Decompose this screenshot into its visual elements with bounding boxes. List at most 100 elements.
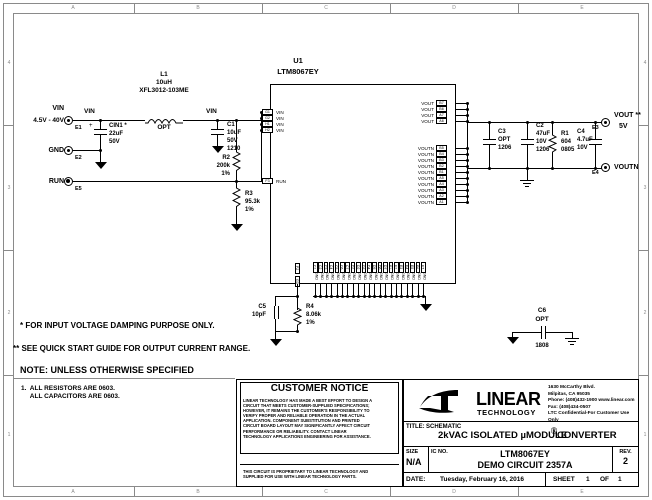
c2-ref-label: C2 xyxy=(536,123,544,129)
inductor-l1 xyxy=(145,114,183,125)
ground-symbol xyxy=(230,224,243,231)
size-value: N/A xyxy=(406,457,422,467)
r2-ref-label: R2 xyxy=(222,155,230,161)
pin-number-e6: E6 xyxy=(415,262,421,273)
zone-tick xyxy=(262,487,263,497)
pin-label-voutn-10: VOUTN xyxy=(417,199,434,205)
pin-label-gnd-11: GND xyxy=(368,272,373,280)
customer-notice-inner xyxy=(240,382,399,454)
junction-dot xyxy=(260,111,263,114)
pin-number-a5: A5 xyxy=(436,174,447,181)
wire-r4-top xyxy=(297,296,298,306)
c1-rating-label: 50V xyxy=(227,138,238,144)
wire-c2-gnd-stub xyxy=(527,168,528,180)
pin-number-b4: B4 xyxy=(436,150,447,157)
c4-ref-label: C4 xyxy=(577,129,585,135)
pin-number-c3: C3 xyxy=(323,262,329,273)
terminal-e3-id: E3 xyxy=(592,125,599,131)
pin-label-vout-3: VOUT xyxy=(421,112,434,118)
vin-net-label: VIN xyxy=(52,105,64,112)
wire-gnd-stub-20 xyxy=(417,284,419,296)
c2-pkg-label: 1206 xyxy=(536,147,550,153)
zone-tick xyxy=(3,375,13,376)
earth-ground-bar xyxy=(565,338,579,339)
ic-ref-label: U1 xyxy=(293,56,303,65)
terminal-e4-voutn[interactable] xyxy=(601,163,610,172)
wire-gnd-bus-bottom xyxy=(313,296,426,297)
customer-notice-divider xyxy=(240,464,399,465)
title-block-div-3 xyxy=(403,472,639,473)
terminal-e3-vout[interactable] xyxy=(601,118,610,127)
pin-label-voutn-6: VOUTN xyxy=(417,175,434,181)
wire-vout-bus xyxy=(467,103,468,122)
pin-label-voutn-4: VOUTN xyxy=(417,163,434,169)
wire-pin-a3 xyxy=(456,190,468,191)
pin-label-vout-2: VOUT xyxy=(421,106,434,112)
terminal-e1-vin[interactable] xyxy=(64,116,73,125)
zone-tick xyxy=(518,3,519,13)
wire-c3-top xyxy=(489,122,490,139)
title-block-div-2 xyxy=(403,446,639,447)
pin-number-d3: D3 xyxy=(361,262,367,273)
junction-dot xyxy=(466,114,469,117)
wire-pin-b3 xyxy=(456,160,468,161)
zone-label-left-4: 4 xyxy=(7,60,11,66)
terminal-e2-gnd[interactable] xyxy=(64,146,73,155)
wire-pin-a5 xyxy=(456,178,468,179)
c2-rating-label: 10V xyxy=(536,139,547,145)
r1-ref-label: R1 xyxy=(561,131,569,137)
cin1-value-label: 22uF xyxy=(109,131,124,137)
pin-label-vin-3: VIN xyxy=(276,121,284,127)
title-value: SCHEMATIC xyxy=(426,424,462,430)
wire-pin-b1 xyxy=(456,172,468,173)
pin-label-gnd-7: GND xyxy=(346,272,351,280)
wire-c3-bottom xyxy=(489,144,490,168)
pin-number-b3: B3 xyxy=(436,156,447,163)
wire-gnd-stub-10 xyxy=(363,284,365,296)
earth-ground-bar xyxy=(523,183,531,184)
icno-label: IC NO. xyxy=(431,449,448,455)
wire-c1-top xyxy=(217,120,218,129)
wire-gnd-stub-12 xyxy=(374,284,376,296)
customer-notice-body: LINEAR TECHNOLOGY HAS MADE A BEST EFFORT… xyxy=(243,398,373,439)
terminal-e5-run[interactable] xyxy=(64,177,73,186)
r1-pkg-label: 0805 xyxy=(561,147,575,153)
junction-dot xyxy=(488,167,491,170)
zone-label-right-1: 1 xyxy=(643,432,647,438)
ground-symbol xyxy=(419,304,432,311)
l1-value-label: 10uH xyxy=(156,79,172,86)
pin-number-a4: A4 xyxy=(436,180,447,187)
wire-pin-a4 xyxy=(456,184,468,185)
pin-number-a7: A7 xyxy=(436,111,447,118)
zone-tick xyxy=(3,125,13,126)
date-label: DATE: xyxy=(406,476,426,483)
c6-ref-label: C6 xyxy=(537,307,547,314)
cin1-polarity-plus: + xyxy=(89,123,93,129)
r3-ref-label: R3 xyxy=(245,191,253,197)
c5-value-label: 10pF xyxy=(251,312,266,318)
notes-item-2: ALL CAPACITORS ARE 0603. xyxy=(21,393,120,400)
of-label: OF xyxy=(600,476,610,483)
pin-number-f2: F2 xyxy=(295,263,300,274)
resistor-r2 xyxy=(231,150,242,176)
pin-number-e2: E2 xyxy=(394,262,399,273)
l1-ref-label: L1 xyxy=(160,71,168,78)
c1-pkg-label: 1210 xyxy=(227,146,241,152)
pin-number-f3: F3 xyxy=(262,177,273,184)
zone-tick xyxy=(134,487,135,497)
pin-number-d5: D5 xyxy=(372,262,377,273)
pin-number-d7: D7 xyxy=(383,262,388,273)
zone-label-bottom-d: D xyxy=(452,489,456,495)
rev-value: 2 xyxy=(622,456,628,466)
ground-symbol xyxy=(211,146,224,153)
wire-gnd-bus-down xyxy=(425,296,426,304)
c3-ref-label: C3 xyxy=(498,129,506,135)
wire-cin1-top xyxy=(100,120,101,129)
wire-gnd-stub-7 xyxy=(347,284,349,296)
wire-gnd-stub-17 xyxy=(401,284,403,296)
pin-label-vin-2: VIN xyxy=(276,115,284,121)
sheet-label: SHEET xyxy=(553,476,575,483)
wire-pin-b6 xyxy=(456,109,468,110)
pin-label-gnd-4: GND xyxy=(330,272,335,280)
zone-tick xyxy=(639,375,649,376)
